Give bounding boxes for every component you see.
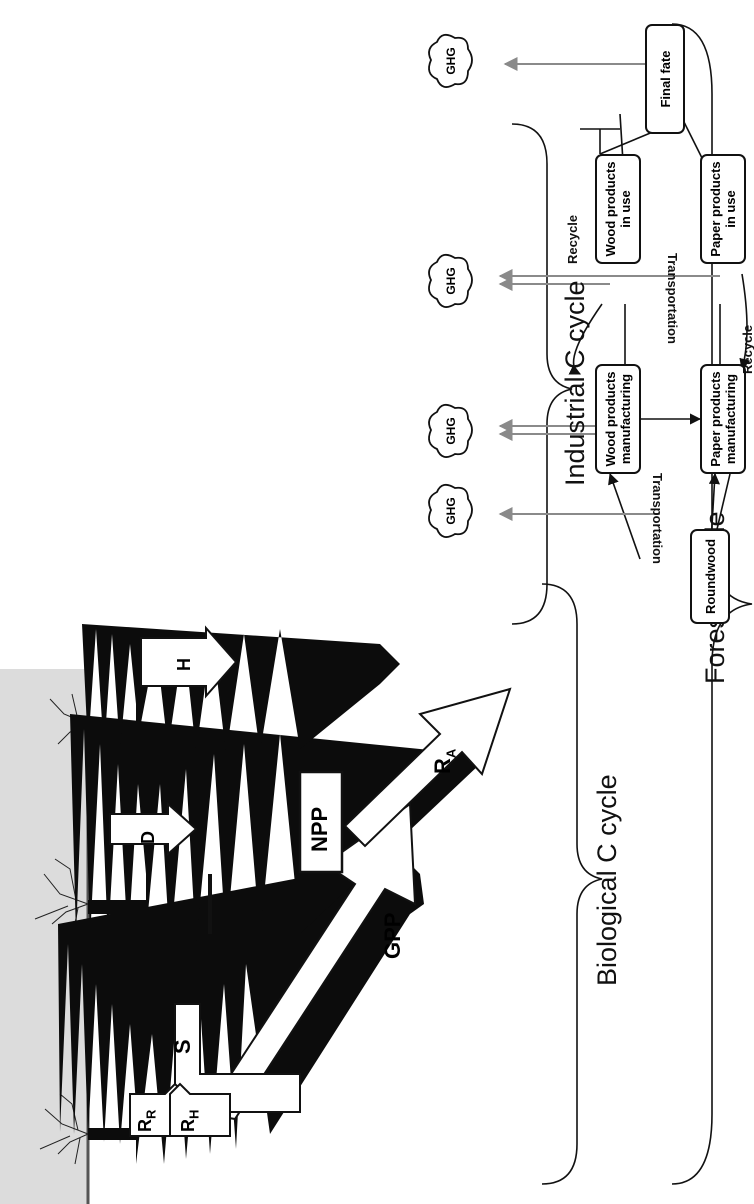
ra-label: RA xyxy=(430,749,458,774)
h-label: H xyxy=(174,658,195,671)
recycle-label-2: Recycle xyxy=(740,325,754,374)
wood-in-use-box: Wood products in use xyxy=(595,154,641,264)
rr-label: RR xyxy=(135,1110,159,1132)
biological-cycle-label: Biological C cycle xyxy=(592,774,623,986)
s-label: S xyxy=(170,1039,196,1054)
rh-label: RH xyxy=(178,1110,202,1132)
paper-manufacturing-box: Paper products manufacturing xyxy=(700,364,746,474)
transportation-label-2: Transportation xyxy=(665,253,680,344)
roundwood-box: Roundwood xyxy=(690,529,730,624)
wood-manufacturing-box: Wood products manufacturing xyxy=(595,364,641,474)
transportation-label-1: Transportation xyxy=(650,473,665,564)
industrial-cycle-label: Industrial C cycle xyxy=(560,280,591,486)
ghg-label-4: GHG xyxy=(444,39,458,83)
final-fate-box: Final fate xyxy=(645,24,685,134)
ghg-label-1: GHG xyxy=(444,489,458,533)
ghg-label-3: GHG xyxy=(444,259,458,303)
recycle-label-1: Recycle xyxy=(565,215,580,264)
npp-label: NPP xyxy=(307,807,333,852)
paper-in-use-box: Paper products in use xyxy=(700,154,746,264)
ghg-label-2: GHG xyxy=(444,409,458,453)
gpp-label: GPP xyxy=(380,913,406,959)
d-label: D xyxy=(138,831,159,844)
